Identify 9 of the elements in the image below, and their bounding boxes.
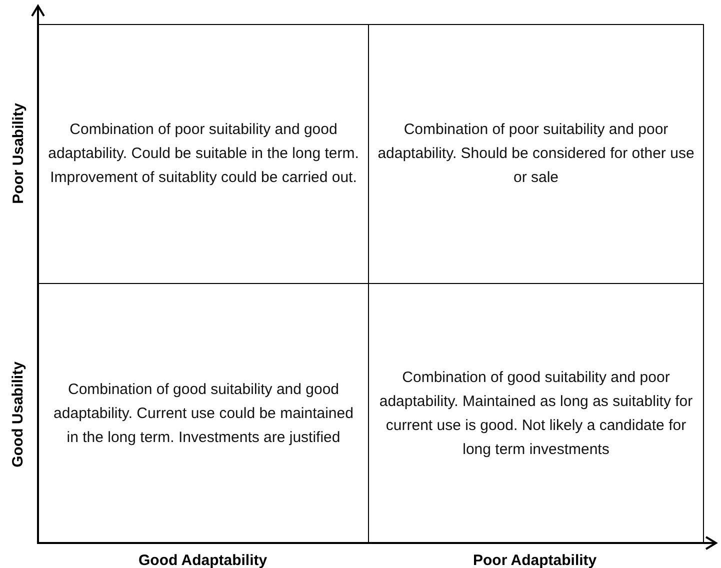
- quadrant-text: Combination of good suitability and good adaptability. Current use could be maintained in the long term. Investments are justified: [52, 380, 354, 448]
- quadrant-text: Combination of poor suitability and poor adaptability. Should be considered for other use or sale: [376, 120, 696, 188]
- x-axis-label: Good Adaptability: [138, 552, 268, 568]
- x-axis-label: Poor Adaptability: [473, 552, 597, 568]
- y-axis-label: Good Usability: [9, 361, 26, 467]
- quadrant-text: Combination of poor suitability and good adaptability. Could be suitable in the long term. Improvement of suitablity could be carried out.: [47, 120, 360, 188]
- quadrant-cell: [368, 24, 704, 284]
- quadrant-text: Combination of good suitability and poor adaptability. Maintained as long as suitablity for current use is good. Not likely a candidate for long term investments: [378, 368, 694, 460]
- y-axis-label: Poor Usability: [9, 102, 26, 204]
